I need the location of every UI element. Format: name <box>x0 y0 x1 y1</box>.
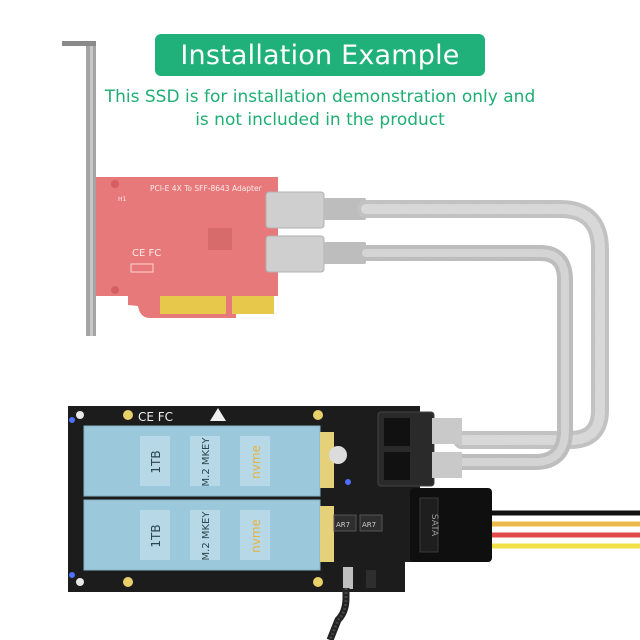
sata-power-connector: SATA <box>410 488 492 562</box>
slot-1-interface: nvme <box>249 445 263 479</box>
pcie-card-label: PCI-E 4X To SFF-8643 Adapter <box>150 184 263 193</box>
pcie-cert-marks: CE FC <box>132 248 161 259</box>
slot-1-capacity: 1TB <box>149 450 163 473</box>
ssd-slot-2: 1TB M.2 MKEY nvme <box>83 499 334 571</box>
svg-text:CE FC: CE FC <box>138 410 173 424</box>
pci-bracket <box>62 41 96 336</box>
bottom-cable <box>326 588 350 640</box>
sata-label: SATA <box>429 514 439 537</box>
board-sff8643-ports <box>329 411 462 487</box>
title-text: Installation Example <box>180 39 460 71</box>
slot-2-key: M.2 MKEY <box>201 511 212 561</box>
sata-power-wires <box>490 510 640 549</box>
slot-1-key: M.2 MKEY <box>201 437 212 487</box>
gold-fingers <box>160 296 274 314</box>
chip-label-1: AR7 <box>336 521 350 529</box>
pcie-slot-id: H1 <box>118 196 127 203</box>
braided-cables <box>357 200 609 470</box>
m2-adapter-board: CE FC 1TB M.2 MKEY nvme 1TB M.2 MKEY n <box>68 406 492 592</box>
disclaimer-line-2: is not included in the product <box>195 110 445 130</box>
chip-label-2: AR7 <box>362 521 376 529</box>
slot-2-capacity: 1TB <box>149 524 163 547</box>
disclaimer-line-1: This SSD is for installation demonstrati… <box>104 87 536 107</box>
slot-2-interface: nvme <box>249 519 263 553</box>
sff8643-connectors <box>265 191 366 273</box>
ssd-slot-1: 1TB M.2 MKEY nvme <box>83 425 334 497</box>
title-banner: Installation Example <box>155 34 485 76</box>
pcie-card: PCI-E 4X To SFF-8643 Adapter H1 CE FC <box>96 177 278 318</box>
disclaimer-note: This SSD is for installation demonstrati… <box>60 86 580 132</box>
